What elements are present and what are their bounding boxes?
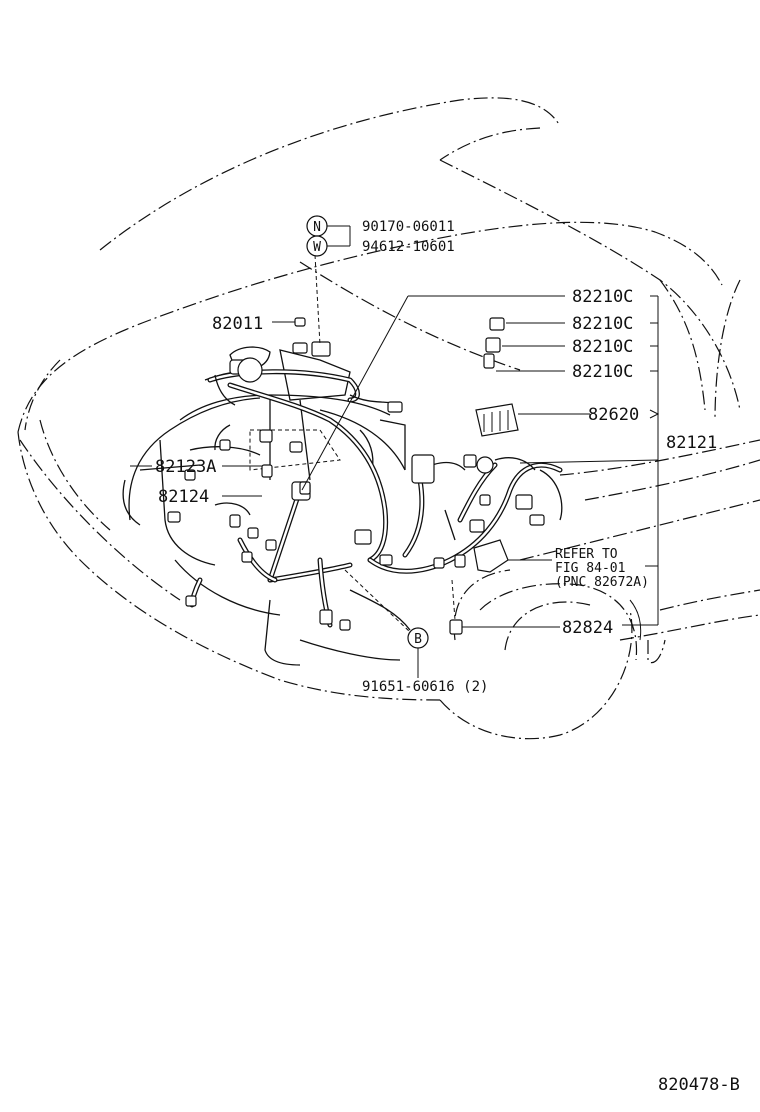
callout-b-letter: B — [414, 632, 422, 647]
connectors — [167, 317, 545, 635]
label-82210c-2: 82210C — [572, 314, 633, 334]
refer-note-line3: (PNC 82672A) — [555, 575, 649, 590]
callout-w-letter: W — [313, 240, 321, 255]
leader-lines — [130, 225, 660, 678]
refer-note-line2: FIG 84-01 — [555, 561, 625, 576]
callout-b-symbol — [407, 627, 429, 649]
refer-note-line1: REFER TO — [555, 547, 618, 562]
label-82620: 82620 — [588, 405, 639, 425]
label-82011: 82011 — [212, 314, 263, 334]
label-82210c-4: 82210C — [572, 362, 633, 382]
figure-code: 820478-B — [658, 1075, 740, 1095]
label-82124: 82124 — [158, 487, 209, 507]
label-82123a: 82123A — [155, 457, 216, 477]
label-82210c-1: 82210C — [572, 287, 633, 307]
part-number-n: 90170-06011 — [362, 219, 455, 235]
engine-assembly — [122, 346, 411, 666]
label-82824: 82824 — [562, 618, 613, 638]
part-number-b: 91651-60616 (2) — [362, 679, 488, 695]
part-labels: 90170-06011 94612-10601 82011 82210C 822… — [155, 219, 740, 1095]
label-82210c-3: 82210C — [572, 337, 633, 357]
part-number-w: 94612-10601 — [362, 239, 455, 255]
label-82121: 82121 — [666, 433, 717, 453]
callout-n-letter: N — [313, 220, 321, 235]
callout-w-symbol — [306, 235, 328, 257]
front-wheel — [439, 569, 642, 740]
callout-symbols: N W B — [306, 215, 429, 649]
car-body-outline — [17, 97, 760, 701]
